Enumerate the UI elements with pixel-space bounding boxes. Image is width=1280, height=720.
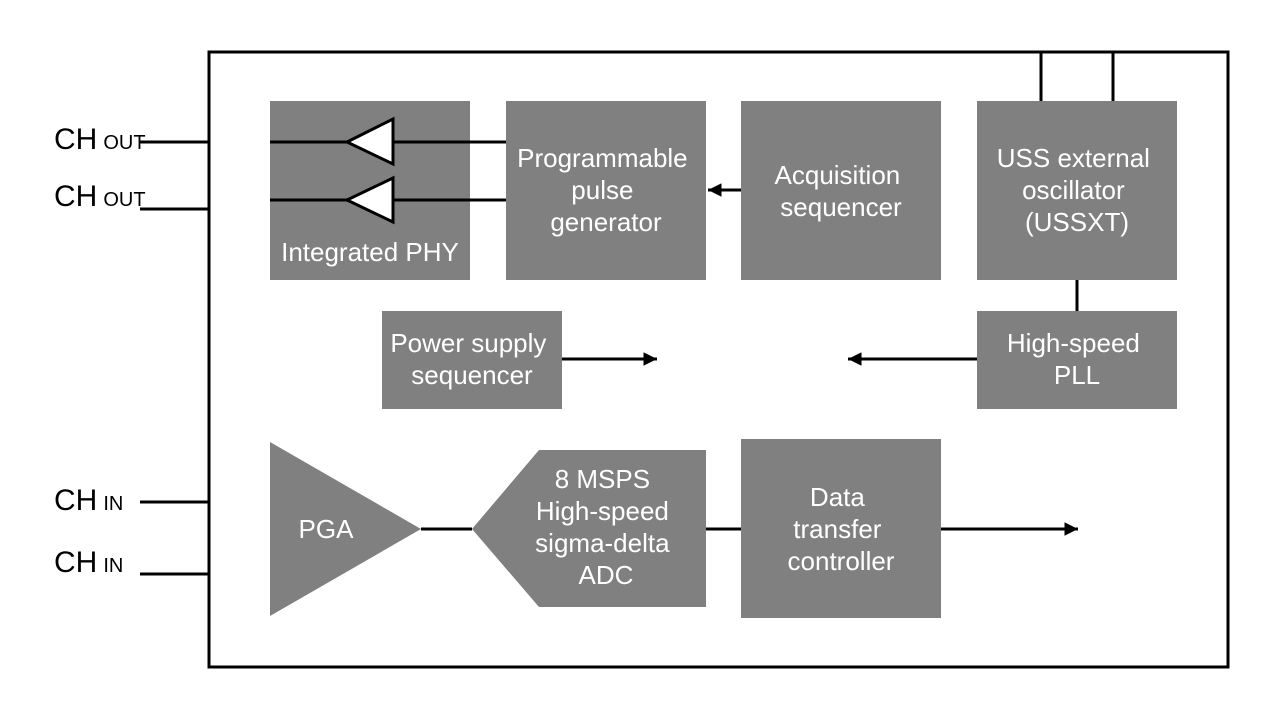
adc-block — [472, 450, 706, 607]
pga-label: PGA — [299, 514, 355, 544]
high-speed-pll-label: High-speed PLL — [1007, 328, 1147, 390]
power-supply-sequencer-label: Power supply sequencer — [390, 328, 553, 390]
programmable-pulse-generator-label: Programmable pulse generator — [517, 143, 695, 237]
acquisition-sequencer-block — [741, 101, 941, 280]
data-transfer-controller-label: Data transfer controller — [788, 482, 895, 576]
integrated-phy-label: Integrated PHY — [281, 237, 459, 267]
acquisition-sequencer-label: Acquisition sequencer — [775, 160, 908, 222]
uss-external-oscillator-block — [977, 101, 1177, 280]
pga-block — [270, 442, 421, 616]
programmable-pulse-generator-block — [506, 101, 706, 280]
power-supply-sequencer-block — [382, 311, 562, 409]
adc-label: 8 MSPS High-speed sigma-delta ADC — [535, 464, 677, 590]
output-buffer-2-icon — [343, 175, 395, 225]
data-transfer-controller-block — [741, 439, 941, 618]
uss-external-oscillator-label: USS external oscillator (USSXT) — [997, 143, 1157, 237]
high-speed-pll-block — [977, 311, 1177, 409]
output-buffer-1-icon — [343, 116, 395, 167]
device-outline — [207, 50, 1230, 669]
